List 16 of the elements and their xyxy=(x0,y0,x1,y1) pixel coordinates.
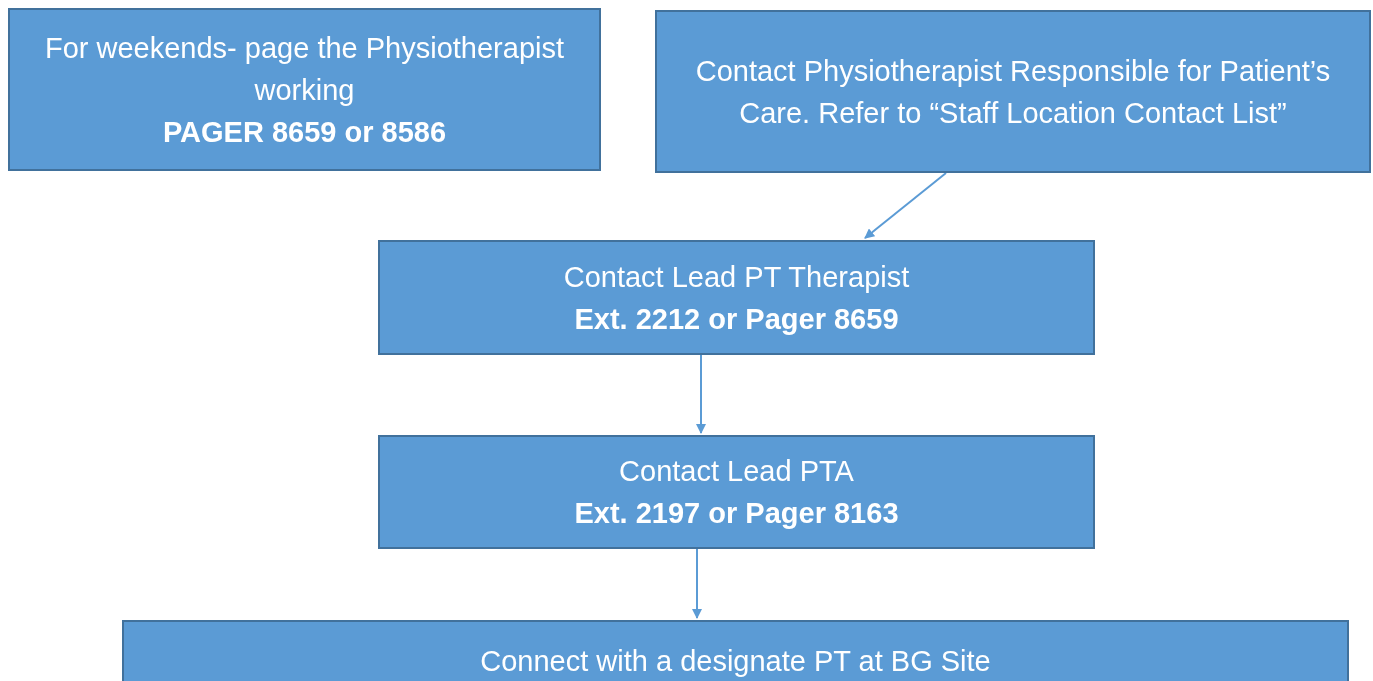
box-text: PAGER 8659 or 8586 xyxy=(162,114,447,150)
process-box xyxy=(122,620,1349,681)
box-text: For weekends- page the Physiotherapist working xyxy=(43,30,566,108)
box-text: Contact Physiotherapist Responsible for Patient’s Care. Refer to “Staff Location Contact List” xyxy=(694,53,1332,131)
process-box xyxy=(655,10,1371,173)
box-text: Contact Lead PT Therapist xyxy=(563,259,910,295)
arrow xyxy=(696,354,706,434)
process-box xyxy=(8,8,601,171)
box-text: Contact Lead PTA xyxy=(619,454,854,489)
box-text: Ext. 2197 or Pager 8163 xyxy=(574,496,899,531)
box-text: Ext. 2212 or Pager 8659 xyxy=(574,301,899,337)
process-box xyxy=(378,240,1095,355)
process-box xyxy=(378,435,1095,549)
arrow xyxy=(692,548,702,619)
arrow xyxy=(864,172,947,239)
box-text: Connect with a designate PT at BG Site xyxy=(480,644,991,679)
